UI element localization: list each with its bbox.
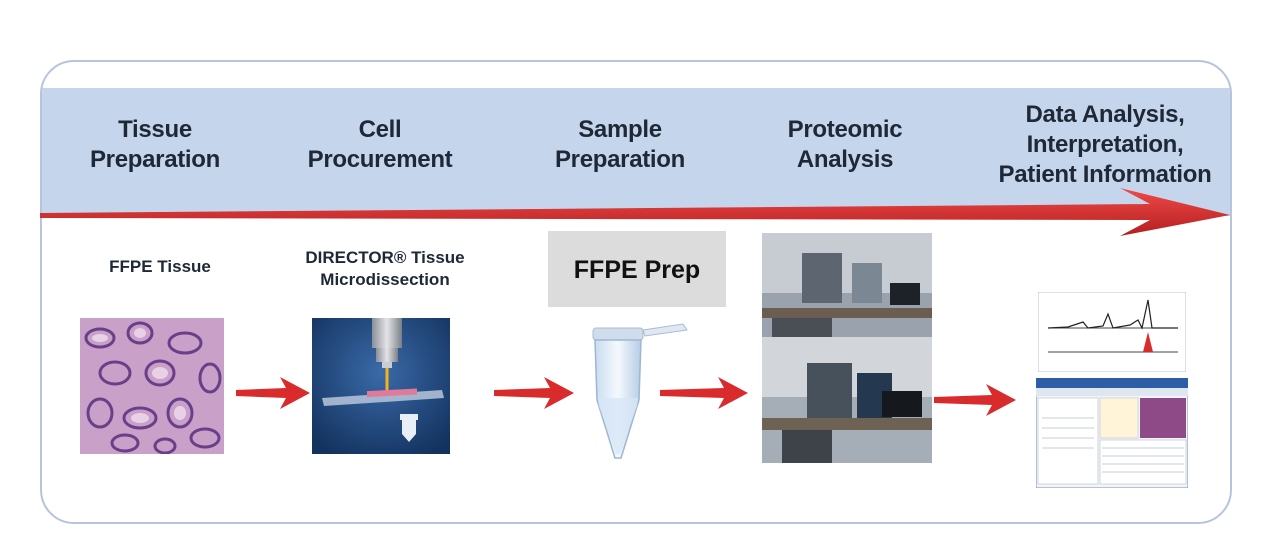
label-director-microdissection: DIRECTOR® Tissue Microdissection [305,248,465,289]
stage-title-proteomic-analysis: Proteomic Analysis [787,116,903,173]
director-microdissection-image [312,318,450,454]
chromatogram-thumbnail [1038,292,1186,372]
timeline-arrow [40,188,1230,236]
connector-arrow-3 [660,377,748,409]
stage-title-tissue-preparation: Tissue Preparation [89,116,221,173]
label-ffpe-tissue: FFPE Tissue [109,257,211,276]
stage-title-cell-procurement: Cell Procurement [307,116,453,173]
connector-arrow-2 [494,377,574,409]
label-ffpe-prep: FFPE Prep [573,256,701,284]
connector-arrow-4 [934,384,1016,416]
workflow-frame [40,60,1232,524]
stage-header-band [42,88,1230,216]
proteomic-instrument-photos [762,233,932,463]
stage-title-sample-preparation: Sample Preparation [554,116,686,173]
connector-arrow-1 [236,377,310,409]
ffpe-prep-tube-icon [592,323,688,459]
software-screenshot-thumbnail [1036,378,1188,488]
ffpe-prep-box [548,231,726,307]
tissue-histology-image [80,318,224,454]
stage-title-data-analysis: Data Analysis, Interpretation, Patient I… [998,101,1212,188]
